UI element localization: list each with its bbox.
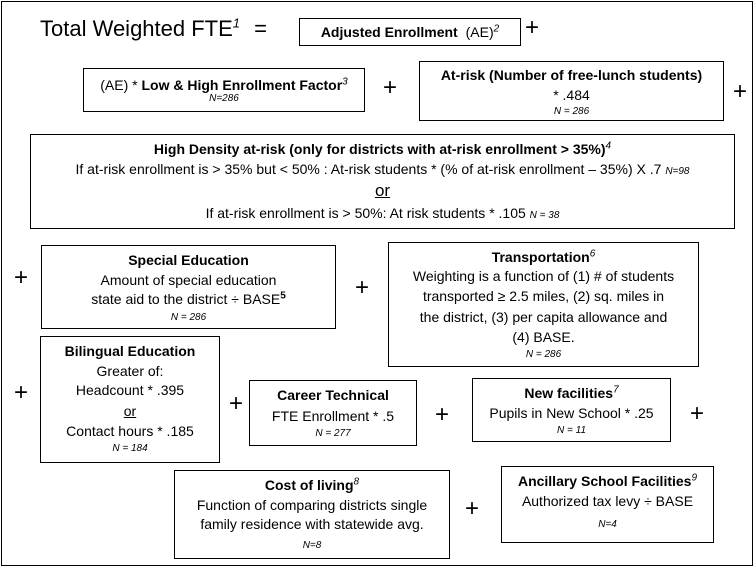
new-facilities-box: New facilities7 Pupils in New School * .… [472, 378, 671, 442]
special-education-footnote: 5 [280, 290, 286, 302]
ancillary-formula: Authorized tax levy ÷ BASE [521, 493, 694, 509]
high-density-line2: If at-risk enrollment is > 50%: At risk … [205, 205, 526, 221]
plus-sign: + [435, 401, 450, 428]
high-density-or: or [374, 181, 391, 200]
title-footnote: 1 [232, 15, 241, 31]
bilingual-n: N = 184 [112, 443, 148, 454]
ancillary-title: Ancillary School Facilities [517, 473, 692, 489]
low-high-prefix: (AE) * [100, 77, 142, 93]
transportation-footnote: 6 [589, 248, 596, 260]
at-risk-title: At-risk (Number of free-lunch students) [440, 67, 703, 83]
cost-of-living-footnote: 8 [353, 476, 360, 488]
high-density-line1: If at-risk enrollment is > 35% but < 50%… [75, 161, 662, 177]
bilingual-title: Bilingual Education [64, 343, 196, 359]
cost-of-living-line1: Function of comparing districts single [196, 497, 428, 513]
transportation-title: Transportation [491, 249, 590, 265]
page-title: Total Weighted FTE1 = [40, 16, 267, 42]
cost-of-living-line2: family residence with statewide avg. [200, 516, 424, 532]
special-education-title: Special Education [128, 252, 249, 268]
at-risk-box: At-risk (Number of free-lunch students) … [419, 61, 724, 121]
career-technical-box: Career Technical FTE Enrollment * .5 N =… [249, 380, 417, 446]
plus-sign: + [14, 379, 29, 406]
transportation-box: Transportation6 Weighting is a function … [388, 242, 699, 367]
low-high-enrollment-box: (AE) * Low & High Enrollment Factor3 N=2… [83, 68, 365, 112]
new-facilities-title: New facilities [524, 385, 614, 401]
new-facilities-footnote: 7 [613, 384, 619, 396]
bilingual-or: or [123, 403, 137, 419]
low-high-label: Low & High Enrollment Factor [141, 77, 343, 93]
high-density-footnote: 4 [605, 140, 612, 152]
transportation-line: the district, (3) per capita allowance a… [419, 309, 668, 325]
bilingual-education-box: Bilingual Education Greater of: Headcoun… [40, 336, 220, 463]
high-density-box: High Density at-risk (only for districts… [30, 134, 735, 229]
cost-of-living-box: Cost of living8 Function of comparing di… [174, 470, 450, 559]
new-facilities-n: N = 11 [557, 425, 586, 436]
plus-sign: + [14, 264, 29, 291]
plus-sign: + [525, 14, 540, 41]
special-education-n: N = 286 [170, 312, 207, 323]
bilingual-line3: Contact hours * .185 [66, 423, 194, 439]
special-education-line1: Amount of special education [100, 272, 277, 288]
ancillary-footnote: 9 [691, 472, 698, 484]
low-high-footnote: 3 [342, 76, 348, 88]
plus-sign: + [690, 400, 705, 427]
high-density-line1-n: N=98 [665, 166, 690, 177]
ancillary-n: N=4 [598, 519, 617, 530]
cost-of-living-n: N=8 [302, 540, 322, 551]
at-risk-n: N = 286 [553, 106, 590, 117]
special-education-line2: state aid to the district ÷ BASE [91, 291, 281, 307]
equals-sign: = [254, 16, 268, 41]
plus-sign: + [229, 390, 244, 417]
bilingual-line1: Greater of: [96, 363, 164, 379]
transportation-n: N = 286 [525, 349, 562, 360]
transportation-line: (4) BASE. [512, 329, 575, 345]
adjusted-enrollment-label: Adjusted Enrollment [320, 24, 458, 40]
plus-sign: + [465, 495, 480, 522]
plus-sign: + [355, 274, 370, 301]
adjusted-enrollment-abbr: (AE) [465, 24, 494, 40]
cost-of-living-title: Cost of living [264, 477, 354, 493]
at-risk-formula: * .484 [553, 87, 590, 103]
plus-sign: + [733, 78, 748, 105]
ancillary-facilities-box: Ancillary School Facilities9 Authorized … [501, 466, 714, 543]
high-density-title: High Density at-risk (only for districts… [153, 141, 606, 157]
adjusted-enrollment-footnote: 2 [493, 23, 500, 35]
special-education-box: Special Education Amount of special educ… [41, 245, 336, 329]
plus-sign: + [383, 74, 398, 101]
low-high-n: N=286 [209, 93, 239, 104]
career-technical-n: N = 277 [315, 428, 351, 439]
transportation-line: transported ≥ 2.5 miles, (2) sq. miles i… [422, 288, 665, 304]
high-density-line2-n: N = 38 [529, 210, 560, 221]
title-text: Total Weighted FTE [40, 16, 233, 41]
career-technical-title: Career Technical [277, 387, 389, 403]
new-facilities-formula: Pupils in New School * .25 [489, 405, 654, 421]
career-technical-formula: FTE Enrollment * .5 [271, 408, 395, 424]
transportation-line: Weighting is a function of (1) # of stud… [412, 268, 675, 284]
bilingual-line2: Headcount * .395 [75, 382, 185, 398]
adjusted-enrollment-box: Adjusted Enrollment (AE)2 [299, 18, 521, 46]
